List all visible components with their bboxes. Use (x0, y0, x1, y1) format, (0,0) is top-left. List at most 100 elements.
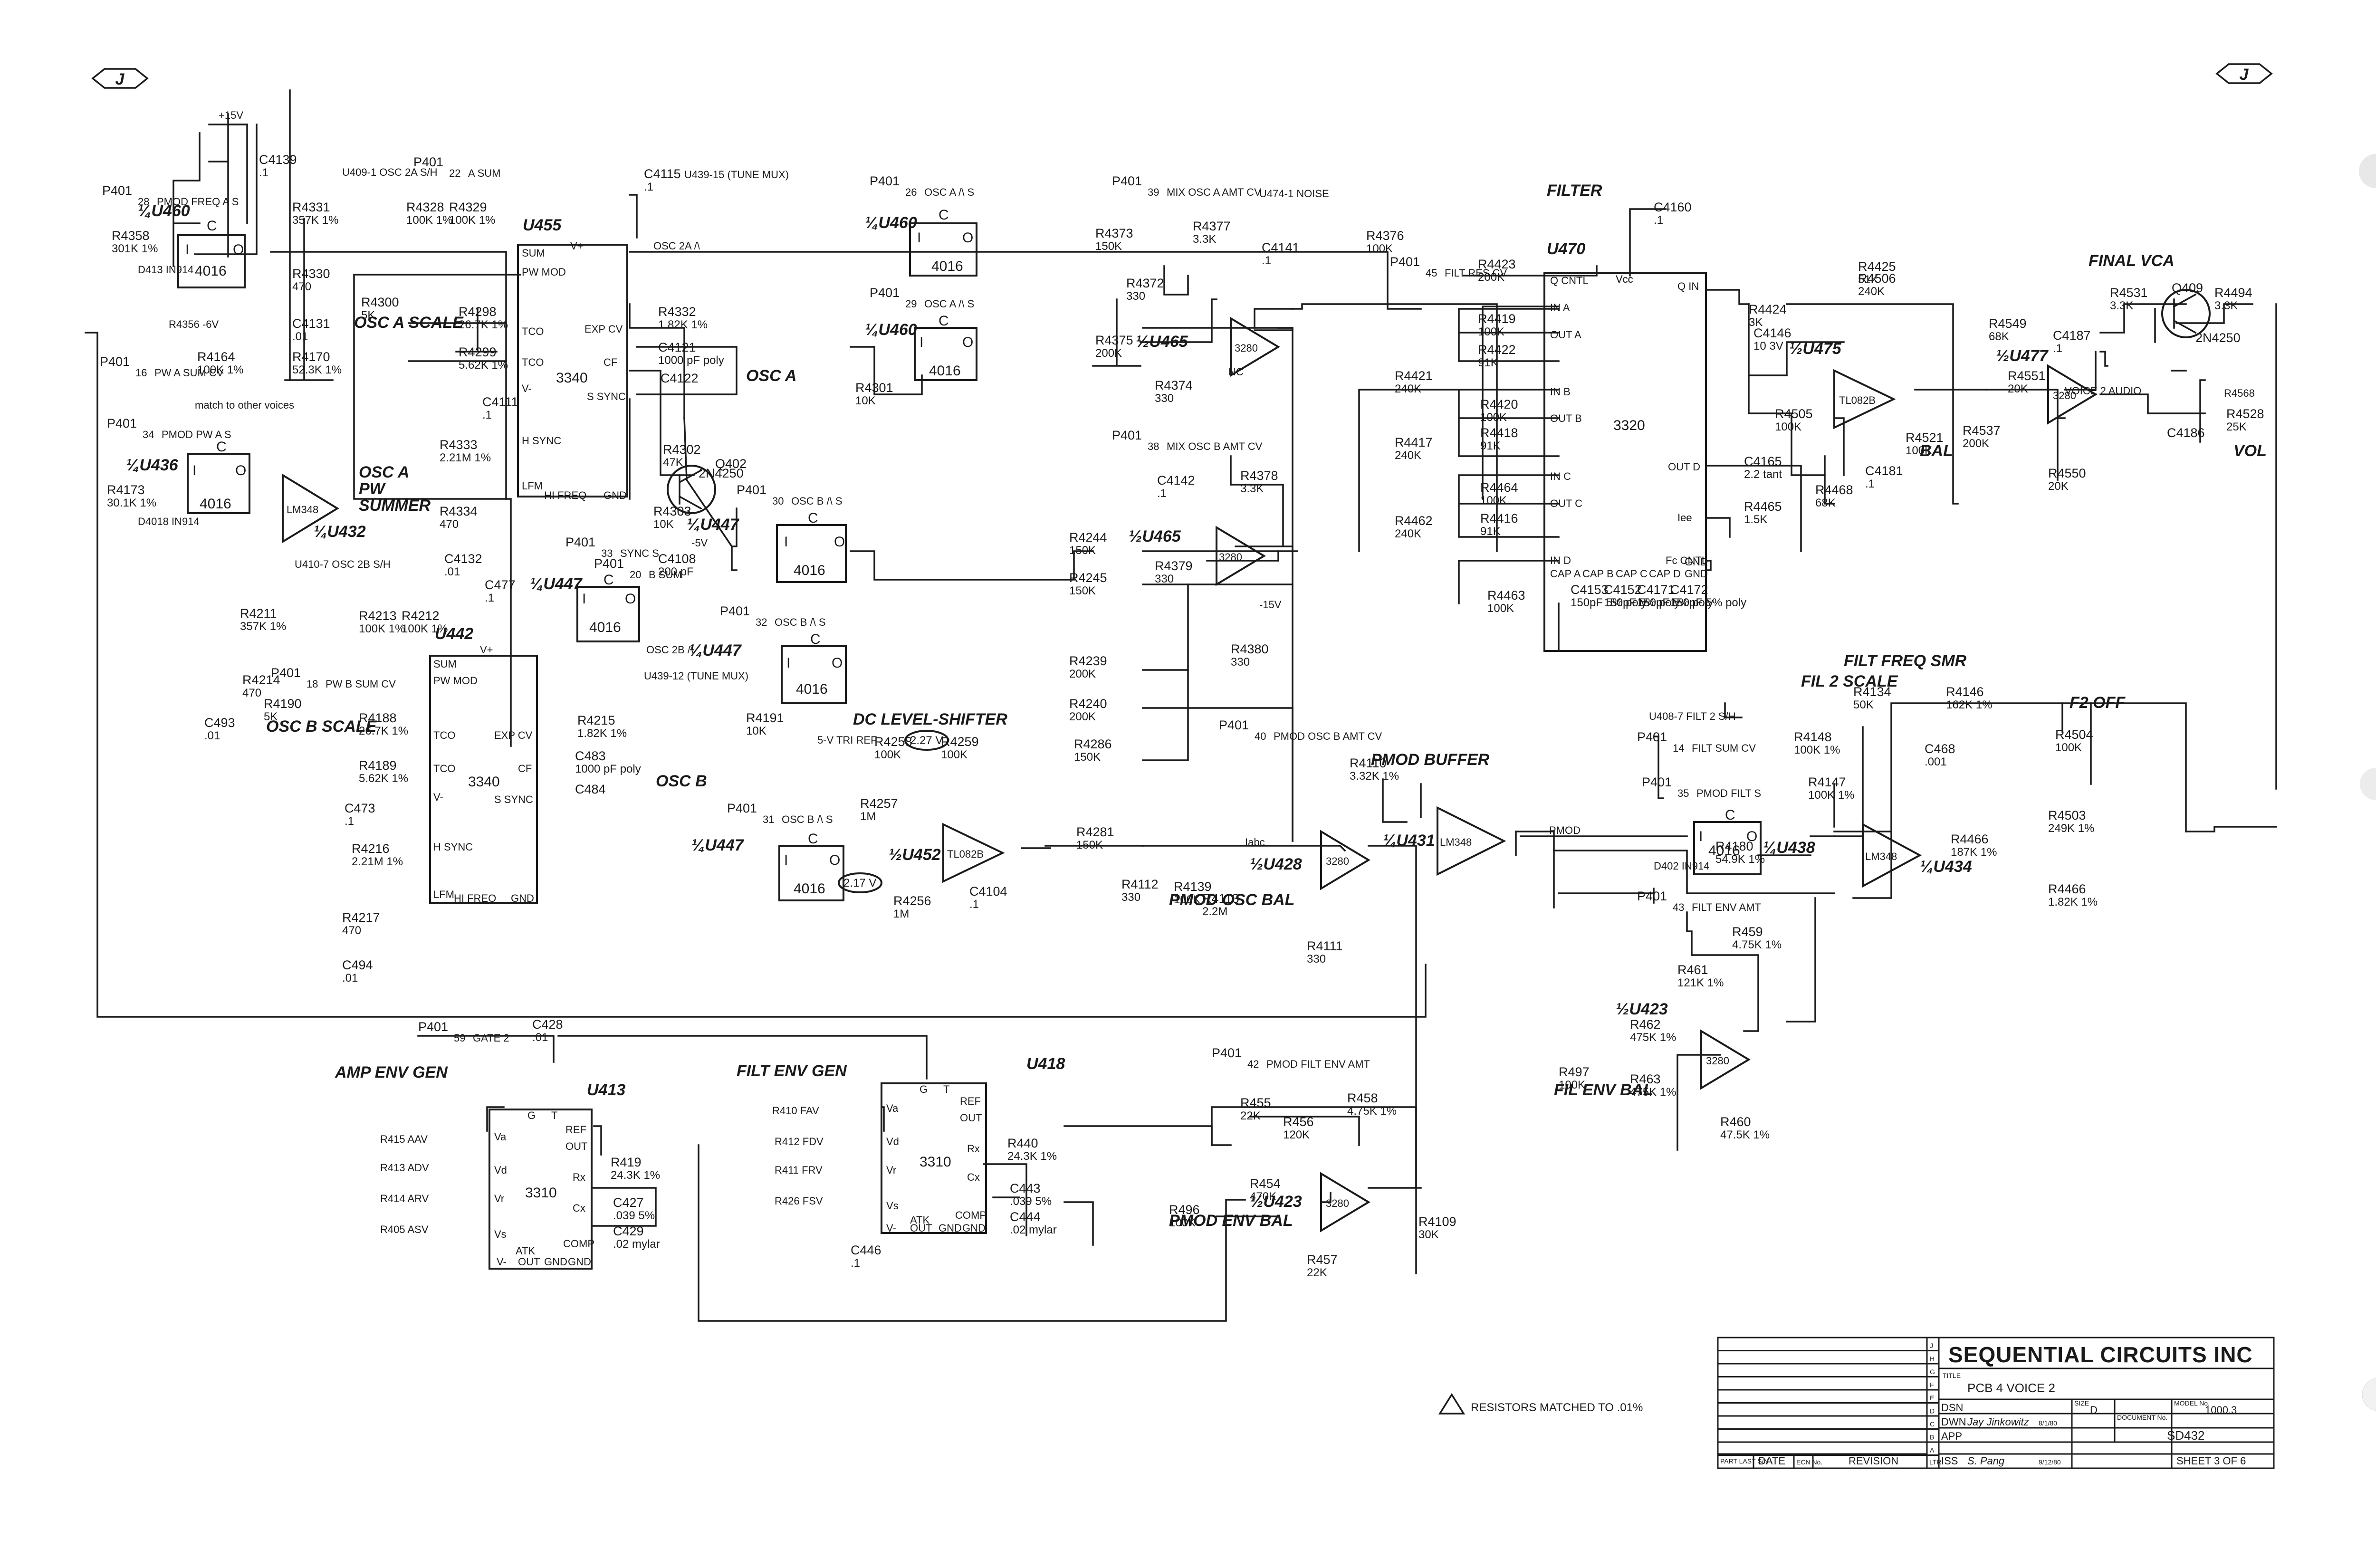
resistor-value: 100K (1480, 411, 1507, 424)
resistor-ref: R4419 (1478, 312, 1516, 326)
connector-ref: P401 (870, 174, 900, 188)
resistor-value: 2.2M (1202, 905, 1227, 918)
connector-pin: 20 (630, 569, 641, 581)
svg-text:O: O (1746, 829, 1757, 844)
net-label: U410-7 OSC 2B S/H (295, 558, 391, 570)
svg-text:Q402: Q402 (715, 457, 747, 471)
connector-pin: 31 (763, 813, 774, 825)
svg-text:TL082B: TL082B (947, 848, 984, 860)
resistor-ref: R4213 (359, 609, 397, 623)
svg-text:V-: V- (886, 1222, 896, 1234)
opamp-u434: LM348 ¼U434 (1862, 822, 1972, 888)
connector-ref: P401 (418, 1020, 448, 1034)
resistor-ref: R4463 (1487, 588, 1525, 602)
resistor-value: 25K (2226, 421, 2247, 433)
svg-text:2N4250: 2N4250 (699, 466, 744, 480)
resistor-value: 100K (1478, 325, 1504, 338)
svg-text:SUM: SUM (433, 658, 457, 670)
resistor-value: 100K 1% (1808, 789, 1854, 802)
capacitor-ref: C4108 (658, 552, 696, 566)
svg-text:EXP CV: EXP CV (494, 729, 533, 741)
svg-text:¼U460: ¼U460 (865, 214, 917, 232)
resistor-value: 330 (1155, 392, 1174, 405)
svg-text:DSN: DSN (1941, 1402, 1963, 1414)
svg-text:C: C (207, 218, 217, 234)
svg-text:G: G (920, 1083, 928, 1095)
resistor-ref: R4139 (1174, 880, 1212, 894)
corner-mark-left: J (91, 68, 149, 89)
svg-text:PW MOD: PW MOD (522, 266, 566, 278)
capacitor-ref: C4121 (658, 340, 696, 354)
resistor-value: 150K (1095, 240, 1122, 253)
capacitor-ref: C429 (613, 1224, 644, 1238)
section-title-amp-env-gen: AMP ENV GEN (335, 1063, 448, 1081)
connector-pin: 59 (454, 1032, 465, 1044)
resistor-ref: R4190 (264, 697, 302, 711)
svg-text:¼U438: ¼U438 (1763, 839, 1815, 857)
connector-pin: 18 (307, 678, 318, 690)
resistor-value: 150K (1076, 839, 1103, 851)
resistor-value: 240K (1395, 449, 1421, 462)
svg-text:¼U432: ¼U432 (314, 523, 366, 541)
ic-u413-type: 3310 (525, 1185, 557, 1201)
resistor-ref: R463 (1630, 1072, 1661, 1086)
svg-text:S. Pang: S. Pang (1967, 1455, 2005, 1467)
opamp-u475: TL082B ½U475 (1789, 340, 1896, 430)
net-label: U474-1 NOISE (1259, 188, 1329, 200)
svg-text:¼U447: ¼U447 (689, 641, 742, 660)
resistor-ref: R454 (1250, 1176, 1281, 1191)
resistor-ref: R4462 (1395, 514, 1433, 528)
svg-text:½U465: ½U465 (1129, 527, 1181, 545)
capacitor-ref: C493 (204, 716, 235, 730)
resistor-value: 475K 1% (1630, 1086, 1676, 1099)
capacitor-value: 150pF 5% poly (1604, 596, 1680, 609)
capacitor-value: 1000 pF poly (658, 354, 724, 367)
drawing-size: D (2090, 1404, 2098, 1416)
resistor-ref: R4239 (1069, 654, 1107, 668)
capacitor-ref: C4141 (1262, 240, 1300, 255)
svg-text:4016: 4016 (794, 881, 825, 897)
resistor-value: 1.82K 1% (2048, 896, 2098, 908)
capacitor-value: .1 (1654, 214, 1663, 227)
svg-text:Q409: Q409 (2172, 281, 2203, 295)
svg-text:I: I (192, 463, 196, 478)
resistor-value: 30.1K 1% (107, 497, 156, 509)
resistor-value: 50K (1853, 698, 1874, 711)
resistor-value: 100K (1366, 242, 1393, 255)
net-label: +15V (219, 109, 243, 121)
capacitor-ref: C443 (1010, 1181, 1041, 1195)
resistor-value: 100K 1% (197, 363, 243, 376)
resistor-value: 10K (855, 394, 876, 407)
resistor-value: 22K (1307, 1266, 1327, 1279)
net-label: NC (1228, 366, 1244, 378)
resistor-ref: R4189 (359, 758, 397, 773)
connector-pin: 38 (1148, 440, 1159, 452)
svg-text:C: C (808, 510, 818, 526)
capacitor-ref: C4153 (1571, 583, 1609, 597)
resistor-value: 330 (1126, 290, 1145, 303)
svg-text:4016: 4016 (1708, 843, 1740, 859)
capacitor-ref: C4187 (2053, 328, 2091, 343)
trim-osc-a-scale: OSC A SCALE (354, 314, 464, 332)
resistor-value: 68K (1815, 497, 1836, 509)
resistor-value: 2.21M 1% (352, 855, 403, 868)
resistor-ref: R4302 (663, 442, 701, 457)
resistor-value: 5.62K 1% (459, 359, 508, 372)
net-label: GND (1685, 556, 1708, 568)
connector-signal: OSC A /\ S (924, 298, 974, 310)
svg-text:S SYNC: S SYNC (587, 391, 626, 402)
net-label: R426 FSV (775, 1195, 823, 1207)
svg-text:ISS: ISS (1941, 1455, 1958, 1467)
resistor-value: 2.21M 1% (440, 451, 491, 464)
resistor-value: 301K 1% (112, 242, 158, 255)
svg-text:IN C: IN C (1550, 470, 1571, 482)
resistor-ref: R4528 (2226, 407, 2264, 421)
svg-text:½U423: ½U423 (1616, 1000, 1668, 1018)
resistor-ref: R4424 (1749, 302, 1787, 316)
svg-text:APP: APP (1941, 1430, 1962, 1442)
capacitor-value: 200 pF (658, 565, 694, 578)
resistor-value: 10K (746, 725, 766, 737)
svg-text:Rx: Rx (573, 1171, 585, 1183)
